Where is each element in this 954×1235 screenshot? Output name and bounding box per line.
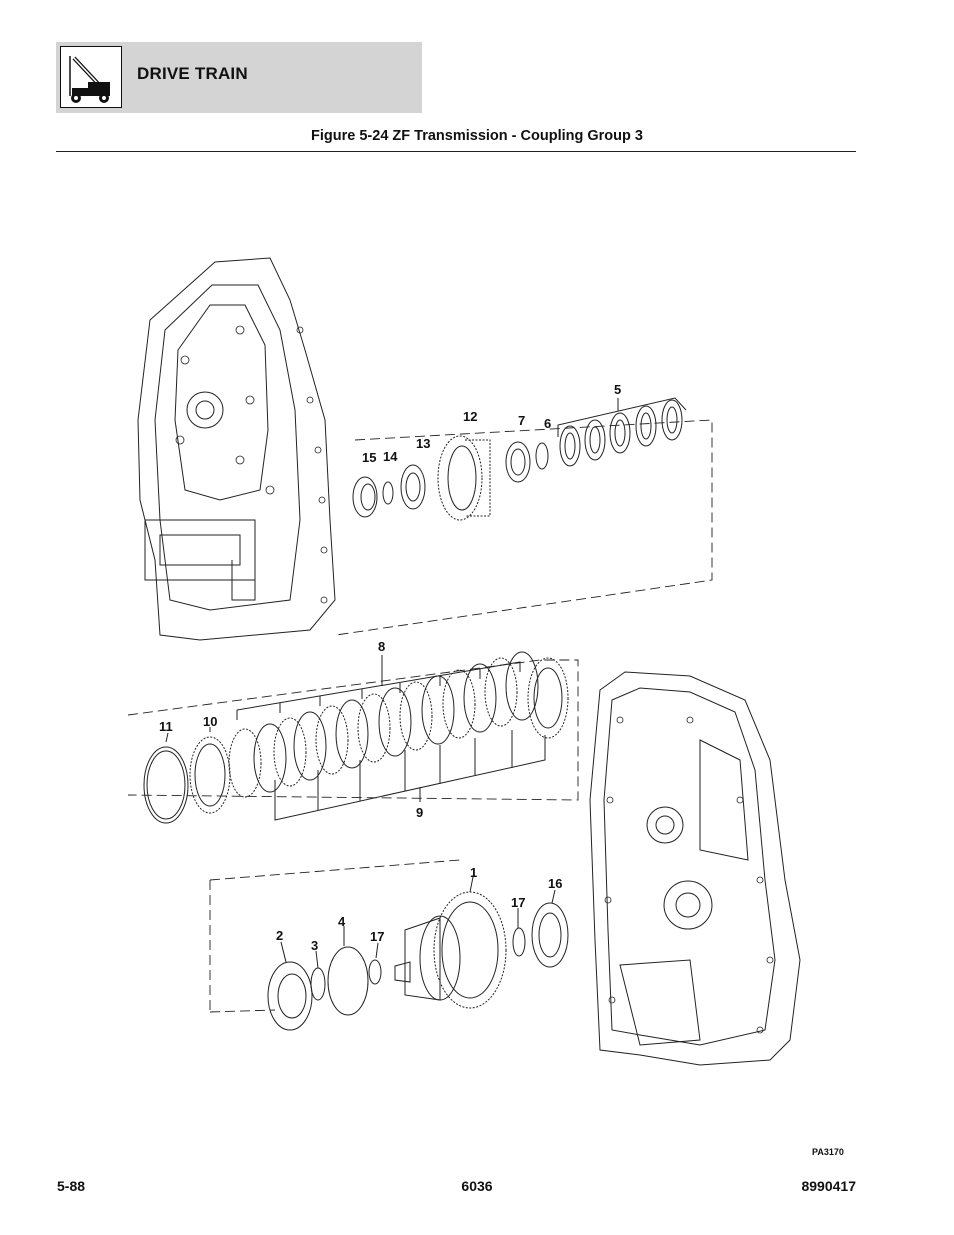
callout-13: 13 [416,436,430,451]
callout-5: 5 [614,382,621,397]
drawing-id: PA3170 [812,1147,844,1157]
transmission-housing-rear [589,671,801,1066]
callout-17-upper: 17 [511,895,525,910]
section-title: DRIVE TRAIN [137,64,248,83]
callout-12: 12 [463,409,477,424]
upper-shaft-parts [352,397,687,521]
callout-9: 9 [416,805,423,820]
callout-4: 4 [338,914,346,929]
clutch-disc-pack [143,651,569,824]
callout-17-lower: 17 [370,929,384,944]
transmission-housing-front [137,257,336,641]
manual-number: 8990417 [801,1178,856,1194]
callout-8: 8 [378,639,385,654]
callout-3: 3 [311,938,318,953]
callout-15: 15 [362,450,376,465]
callout-6: 6 [544,416,551,431]
callout-11: 11 [159,719,173,734]
header-rule [56,151,856,152]
callout-14: 14 [383,449,398,464]
callout-7: 7 [518,413,525,428]
telehandler-icon [60,46,122,108]
figure-title: Figure 5-24 ZF Transmission - Coupling G… [311,128,643,144]
hub-and-gear-assembly [267,871,569,1031]
page-number: 5-88 [57,1178,86,1194]
callout-labels: 1 2 3 4 5 6 7 8 9 10 11 12 13 14 15 16 1… [159,382,621,953]
callout-2: 2 [276,928,283,943]
callout-16: 16 [548,876,562,891]
model-number: 6036 [461,1178,493,1194]
callout-10: 10 [203,714,217,729]
callout-1: 1 [470,865,477,880]
